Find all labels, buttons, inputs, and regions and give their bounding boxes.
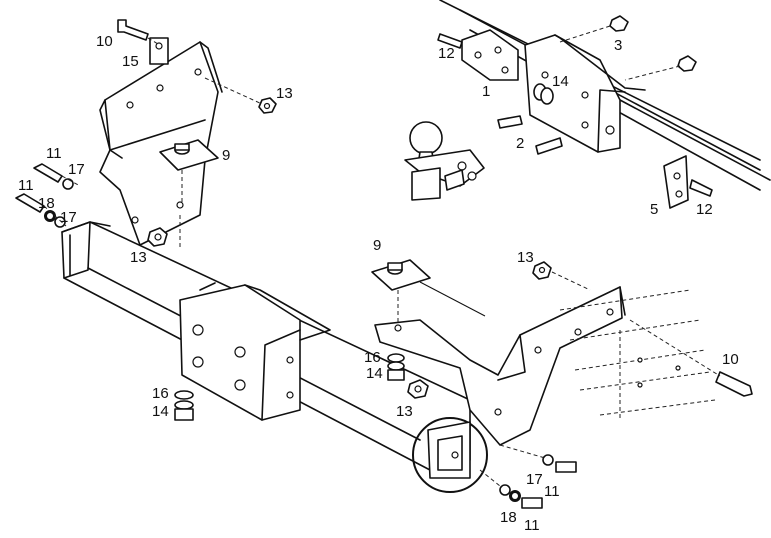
callout-13-center: 13	[396, 403, 413, 420]
nuts-3-inset	[559, 15, 697, 81]
right-mounting-bracket	[374, 286, 626, 446]
plate-5-inset	[663, 155, 713, 209]
callout-17-right: 17	[526, 471, 543, 488]
callout-13-top: 13	[276, 85, 293, 102]
nut-13-mid	[147, 215, 181, 250]
nut-13-right	[532, 261, 591, 291]
plate-9-top	[159, 139, 219, 205]
receiver-opening-highlight	[412, 417, 488, 493]
callout-12-inset-right: 12	[696, 201, 713, 218]
right-fasteners	[479, 444, 577, 509]
bracket-1-inset	[437, 29, 519, 81]
frame-rail-inset	[439, 0, 771, 191]
center-mounting-plate	[179, 282, 331, 421]
callout-11-right-upper: 11	[544, 483, 560, 500]
callout-12-inset-top: 12	[438, 45, 455, 62]
ball-mount	[404, 121, 485, 201]
left-mounting-bracket	[99, 41, 223, 246]
callout-labels: 10 15 13 9 11 17 11 18 17 13 12 3 1 14 2…	[18, 33, 739, 534]
callout-16-left: 16	[152, 385, 169, 402]
callout-14-left: 14	[152, 403, 169, 420]
callout-9-top: 9	[222, 147, 230, 164]
washers-16-14-left	[174, 390, 194, 421]
callout-13-left-mid: 13	[130, 249, 147, 266]
callout-11-left-lower: 11	[18, 177, 34, 194]
callout-18-left: 18	[38, 195, 55, 212]
callout-14-inset: 14	[552, 73, 569, 90]
washers-16-14-center	[387, 353, 405, 381]
bolt-2-inset	[497, 115, 563, 155]
callout-18-right: 18	[500, 509, 517, 526]
plate-9-right	[371, 259, 486, 325]
washers-14-inset	[533, 83, 554, 105]
vehicle-frame-dotted	[559, 289, 716, 420]
callout-5: 5	[650, 201, 658, 218]
callout-10-right: 10	[722, 351, 739, 368]
bolt-10-top	[117, 19, 159, 45]
callout-11-left-upper: 11	[46, 145, 62, 162]
callout-17-left-lower: 17	[60, 209, 77, 226]
nut-13-top	[204, 77, 277, 114]
callout-2: 2	[516, 135, 524, 152]
callout-10-top: 10	[96, 33, 113, 50]
callout-16-center: 16	[364, 349, 381, 366]
callout-11-right-lower: 11	[524, 517, 540, 534]
callout-17-left-upper: 17	[68, 161, 85, 178]
callout-13-right: 13	[517, 249, 534, 266]
callout-3: 3	[614, 37, 622, 54]
nut-13-center	[407, 379, 429, 399]
left-fasteners	[15, 163, 81, 228]
callout-1: 1	[482, 83, 490, 100]
callout-15: 15	[122, 53, 139, 70]
plate-15	[149, 37, 169, 65]
callout-9-right: 9	[373, 237, 381, 254]
bolt-10-right	[629, 319, 753, 397]
callout-14-center: 14	[366, 365, 383, 382]
